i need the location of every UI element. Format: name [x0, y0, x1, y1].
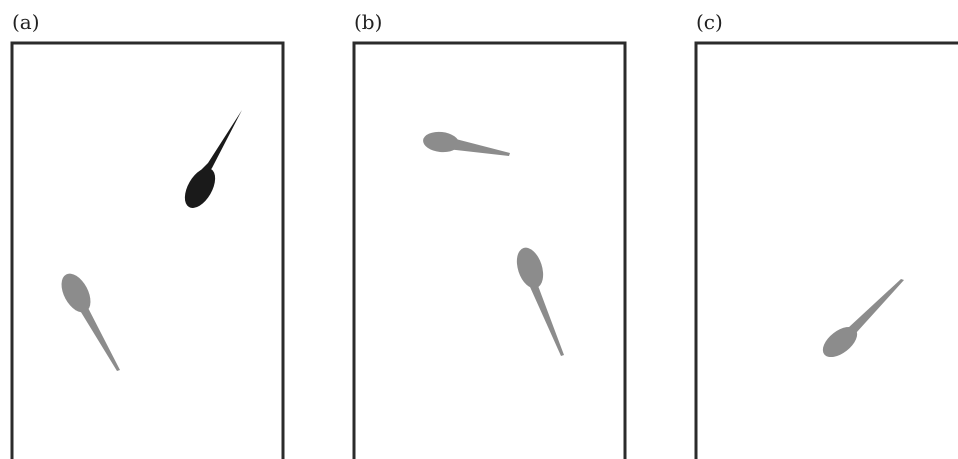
- tadpole-a2-body: [61, 273, 91, 313]
- panel-c: [694, 41, 958, 459]
- tadpole-b1-body: [423, 131, 459, 153]
- tadpole-a1-body: [184, 168, 216, 208]
- tadpole-b1-tail: [447, 137, 510, 156]
- tadpole-b2: [516, 247, 564, 356]
- panel-b-label: (b): [354, 10, 383, 34]
- tadpole-c1-tail: [848, 279, 904, 333]
- panel-a: [10, 41, 285, 459]
- tadpole-b2-body: [516, 247, 544, 289]
- panel-c-frame: [694, 41, 958, 459]
- tadpole-a2: [61, 273, 120, 371]
- tadpole-c1-body: [822, 326, 858, 358]
- tadpole-a1: [184, 110, 242, 208]
- tadpole-b2-tail: [526, 275, 564, 356]
- panel-a-label: (a): [12, 10, 40, 34]
- tadpole-a1-tail: [199, 110, 242, 176]
- panel-a-frame: [10, 41, 285, 459]
- panel-c-label: (c): [696, 10, 723, 34]
- tadpole-a2-tail: [76, 300, 120, 371]
- tadpole-c1: [822, 279, 904, 358]
- tadpole-b1: [423, 131, 510, 156]
- panel-b: [352, 41, 627, 459]
- panel-b-frame: [352, 41, 627, 459]
